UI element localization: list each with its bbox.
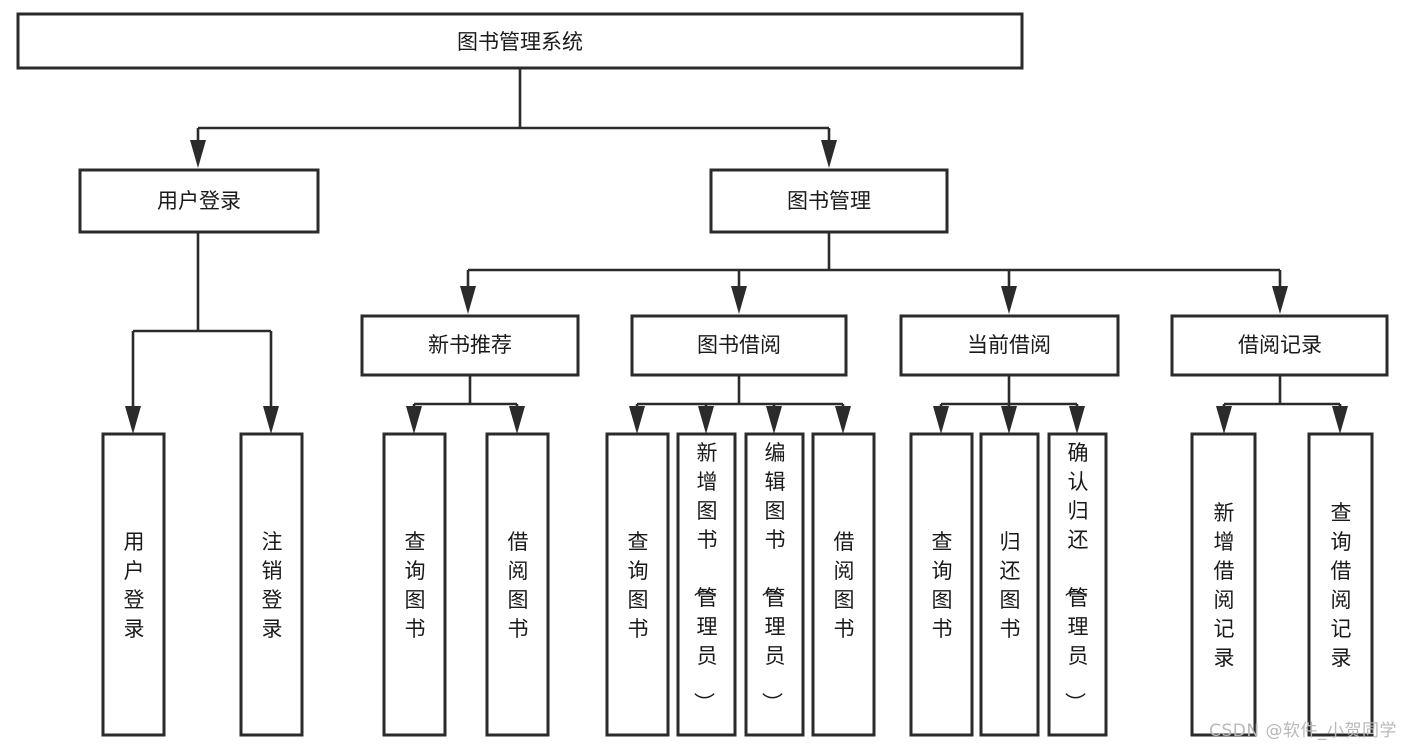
arrow-head-book-borrow-leaf1 bbox=[629, 406, 645, 434]
arrow-head-borrow-record bbox=[1272, 286, 1288, 314]
node-book-management-label: 图书管理 bbox=[787, 189, 871, 213]
edge-group-book-manage-to-level3 bbox=[460, 232, 1288, 314]
leaf-borrow-record-add-label: 新增借阅记录 bbox=[1214, 501, 1235, 670]
edge-group-user-login-to-leaves bbox=[125, 232, 279, 434]
edge-group-new-book-to-leaves bbox=[406, 375, 525, 434]
edge-group-current-borrow-to-leaves bbox=[933, 375, 1085, 434]
leaf-node-user-login-logout[interactable]: 注销登录 bbox=[239, 432, 304, 737]
leaf-borrow-record-query-label: 查询借阅记录 bbox=[1331, 501, 1352, 670]
arrow-head-current-borrow-leaf2 bbox=[1001, 406, 1017, 434]
arrow-head-user-login-leaf2 bbox=[263, 406, 279, 434]
leaf-node-current-borrow-query[interactable]: 查询图书 bbox=[909, 432, 974, 737]
arrow-head-current-borrow-leaf1 bbox=[933, 406, 949, 434]
node-current-borrow-box[interactable] bbox=[899, 314, 1120, 377]
leaf-node-current-borrow-confirm[interactable]: 确认归还（管理员） bbox=[1047, 432, 1108, 737]
leaf-node-user-login-login[interactable]: 用户登录 bbox=[101, 432, 166, 737]
leaf-book-borrow-add-label: 新增图书（管理员） bbox=[692, 441, 718, 713]
leaf-node-book-borrow-query[interactable]: 查询图书 bbox=[605, 432, 670, 737]
leaf-current-borrow-confirm-label: 确认归还（管理员） bbox=[1063, 441, 1089, 713]
node-user-login-box[interactable] bbox=[78, 168, 320, 234]
arrow-head-book-borrow-leaf2 bbox=[698, 406, 714, 434]
node-book-management-box[interactable] bbox=[709, 168, 949, 234]
edge-group-book-borrow-to-leaves bbox=[629, 375, 851, 434]
leaf-current-borrow-query-label: 查询图书 bbox=[932, 530, 953, 641]
arrow-head-current-borrow-leaf3 bbox=[1069, 406, 1085, 434]
node-borrow-record[interactable]: 借阅记录 bbox=[1170, 314, 1389, 377]
node-user-login-label: 用户登录 bbox=[157, 189, 241, 213]
node-borrow-record-label: 借阅记录 bbox=[1238, 333, 1322, 357]
arrow-head-new-book bbox=[460, 286, 476, 314]
leaf-book-borrow-edit-label: 编辑图书（管理员） bbox=[760, 441, 786, 713]
leaf-node-book-borrow-borrow[interactable]: 借阅图书 bbox=[811, 432, 876, 737]
leaf-user-login-login-box[interactable] bbox=[101, 432, 166, 737]
node-current-borrow-label: 当前借阅 bbox=[967, 333, 1051, 357]
arrow-head-book-manage bbox=[821, 140, 837, 168]
leaf-book-borrow-query-label: 查询图书 bbox=[628, 530, 649, 641]
arrow-head-book-borrow-leaf3 bbox=[766, 406, 782, 434]
leaf-user-login-logout-label: 注销登录 bbox=[262, 530, 283, 641]
node-new-book-recommend[interactable]: 新书推荐 bbox=[360, 314, 580, 377]
leaf-current-borrow-query-box[interactable] bbox=[909, 432, 974, 737]
node-book-borrow[interactable]: 图书借阅 bbox=[630, 314, 848, 377]
node-book-borrow-box[interactable] bbox=[630, 314, 848, 377]
leaf-node-book-borrow-add[interactable]: 新增图书（管理员） bbox=[676, 432, 737, 737]
leaf-node-borrow-record-add[interactable]: 新增借阅记录 bbox=[1190, 432, 1257, 737]
leaf-borrow-record-add-box[interactable] bbox=[1190, 432, 1257, 737]
leaf-book-borrow-add-box[interactable] bbox=[676, 432, 737, 737]
leaf-node-book-borrow-edit[interactable]: 编辑图书（管理员） bbox=[744, 432, 805, 737]
arrow-head-user-login bbox=[190, 140, 206, 168]
node-current-borrow[interactable]: 当前借阅 bbox=[899, 314, 1120, 377]
csdn-watermark: CSDN @软件_小贺同学 bbox=[1209, 721, 1397, 741]
leaf-node-new-book-query[interactable]: 查询图书 bbox=[382, 432, 447, 737]
arrow-head-new-book-leaf2 bbox=[509, 406, 525, 434]
node-root-book-management-system[interactable]: 图书管理系统 bbox=[16, 12, 1024, 70]
leaf-new-book-query-box[interactable] bbox=[382, 432, 447, 737]
leaf-new-book-borrow-label: 借阅图书 bbox=[508, 530, 529, 641]
leaf-user-login-login-label: 用户登录 bbox=[124, 530, 145, 641]
leaf-user-login-logout-box[interactable] bbox=[239, 432, 304, 737]
node-user-login[interactable]: 用户登录 bbox=[78, 168, 320, 234]
leaf-current-borrow-confirm-box[interactable] bbox=[1047, 432, 1108, 737]
node-new-book-recommend-label: 新书推荐 bbox=[428, 333, 512, 357]
arrow-head-book-borrow-leaf4 bbox=[835, 406, 851, 434]
arrow-head-new-book-leaf1 bbox=[406, 406, 422, 434]
arrow-head-borrow-record-leaf2 bbox=[1332, 406, 1348, 434]
leaf-book-borrow-borrow-label: 借阅图书 bbox=[834, 530, 855, 641]
leaf-book-borrow-borrow-box[interactable] bbox=[811, 432, 876, 737]
edge-group-root-to-level2 bbox=[190, 68, 837, 168]
arrow-head-current-borrow bbox=[1001, 286, 1017, 314]
leaf-node-new-book-borrow[interactable]: 借阅图书 bbox=[485, 432, 550, 737]
arrow-head-user-login-leaf1 bbox=[125, 406, 141, 434]
arrow-head-book-borrow bbox=[731, 286, 747, 314]
leaf-new-book-query-label: 查询图书 bbox=[405, 530, 426, 641]
leaf-node-borrow-record-query[interactable]: 查询借阅记录 bbox=[1307, 432, 1374, 737]
leaf-current-borrow-return-box[interactable] bbox=[979, 432, 1040, 737]
leaf-book-borrow-query-box[interactable] bbox=[605, 432, 670, 737]
leaf-borrow-record-query-box[interactable] bbox=[1307, 432, 1374, 737]
edge-group-borrow-record-to-leaves bbox=[1216, 375, 1348, 434]
node-new-book-recommend-box[interactable] bbox=[360, 314, 580, 377]
node-borrow-record-box[interactable] bbox=[1170, 314, 1389, 377]
leaf-node-current-borrow-return[interactable]: 归还图书 bbox=[979, 432, 1040, 737]
node-root-box[interactable] bbox=[16, 12, 1024, 70]
leaf-new-book-borrow-box[interactable] bbox=[485, 432, 550, 737]
arrow-head-borrow-record-leaf1 bbox=[1216, 406, 1232, 434]
node-book-management[interactable]: 图书管理 bbox=[709, 168, 949, 234]
leaf-current-borrow-return-label: 归还图书 bbox=[1000, 530, 1021, 641]
leaf-book-borrow-edit-box[interactable] bbox=[744, 432, 805, 737]
node-root-label: 图书管理系统 bbox=[457, 30, 583, 54]
node-book-borrow-label: 图书借阅 bbox=[697, 333, 781, 357]
